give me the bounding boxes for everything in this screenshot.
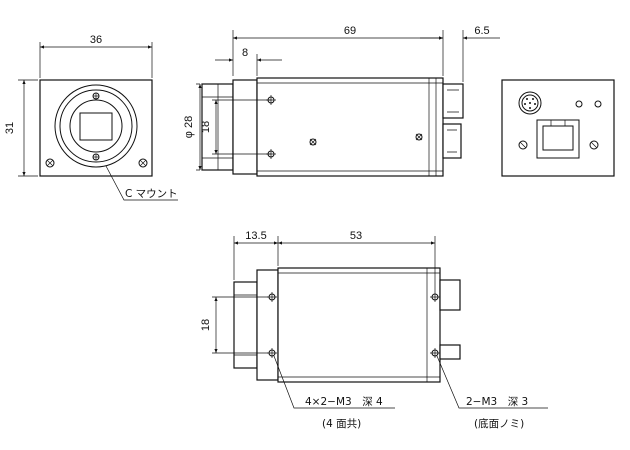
bottom-view: 13.5 53 18 4×2−M3 深 4 (4 面共) 2−M3 深 3 (底… xyxy=(200,230,548,430)
bottom-length-label: 53 xyxy=(350,230,362,242)
screw-icon xyxy=(589,140,599,150)
bottom-rear-block xyxy=(439,279,461,311)
rear-view xyxy=(501,79,615,177)
rear-housing xyxy=(501,79,615,177)
rear-port-block xyxy=(442,123,462,159)
bottom-front-label: 13.5 xyxy=(245,230,266,242)
c-mount-outer-ring xyxy=(54,84,138,168)
bottom-front-plate xyxy=(256,269,279,381)
screw-icon xyxy=(267,348,277,358)
screw-icon xyxy=(92,153,100,161)
bottom-housing xyxy=(277,267,441,383)
screw-icon xyxy=(267,292,277,302)
hole-note-1-sub: (4 面共) xyxy=(322,418,361,430)
screw-icon xyxy=(518,140,528,150)
hole-note-2-sub: (底面ノミ) xyxy=(474,417,524,430)
screw-icon xyxy=(138,158,148,168)
side-length-label: 69 xyxy=(344,25,356,37)
lens-bore xyxy=(69,99,123,153)
side-housing xyxy=(256,77,444,177)
c-mount-inner-ring xyxy=(59,89,133,163)
led-icon xyxy=(594,100,602,108)
hole-note-2: 2−M3 深 3 xyxy=(466,396,528,408)
rj45-port-icon xyxy=(536,119,580,159)
side-front-label: 8 xyxy=(242,47,248,59)
bottom-height-label: 18 xyxy=(200,319,212,331)
front-height-label: 31 xyxy=(4,122,16,134)
front-view: 36 31 C マウント xyxy=(4,34,178,201)
side-view: 69 6.5 8 φ 28 18 xyxy=(183,25,500,177)
screw-icon xyxy=(92,92,100,100)
sensor-window xyxy=(79,112,113,141)
rear-connector-block xyxy=(442,83,464,119)
led-icon xyxy=(575,100,583,108)
front-width-label: 36 xyxy=(90,34,102,46)
screw-icon xyxy=(415,133,423,141)
side-diameter-label: φ 28 xyxy=(183,116,195,138)
hole-note-1: 4×2−M3 深 4 xyxy=(305,396,383,408)
bottom-rear-tab xyxy=(439,344,461,360)
side-rear-label: 6.5 xyxy=(474,25,489,37)
side-height-label: 18 xyxy=(200,121,212,133)
screw-icon xyxy=(430,292,440,302)
connector-icon xyxy=(518,91,542,115)
c-mount-label: C マウント xyxy=(125,188,178,200)
screw-icon xyxy=(430,348,440,358)
screw-icon xyxy=(45,158,55,168)
front-plate xyxy=(232,79,258,175)
screw-icon xyxy=(309,138,317,146)
